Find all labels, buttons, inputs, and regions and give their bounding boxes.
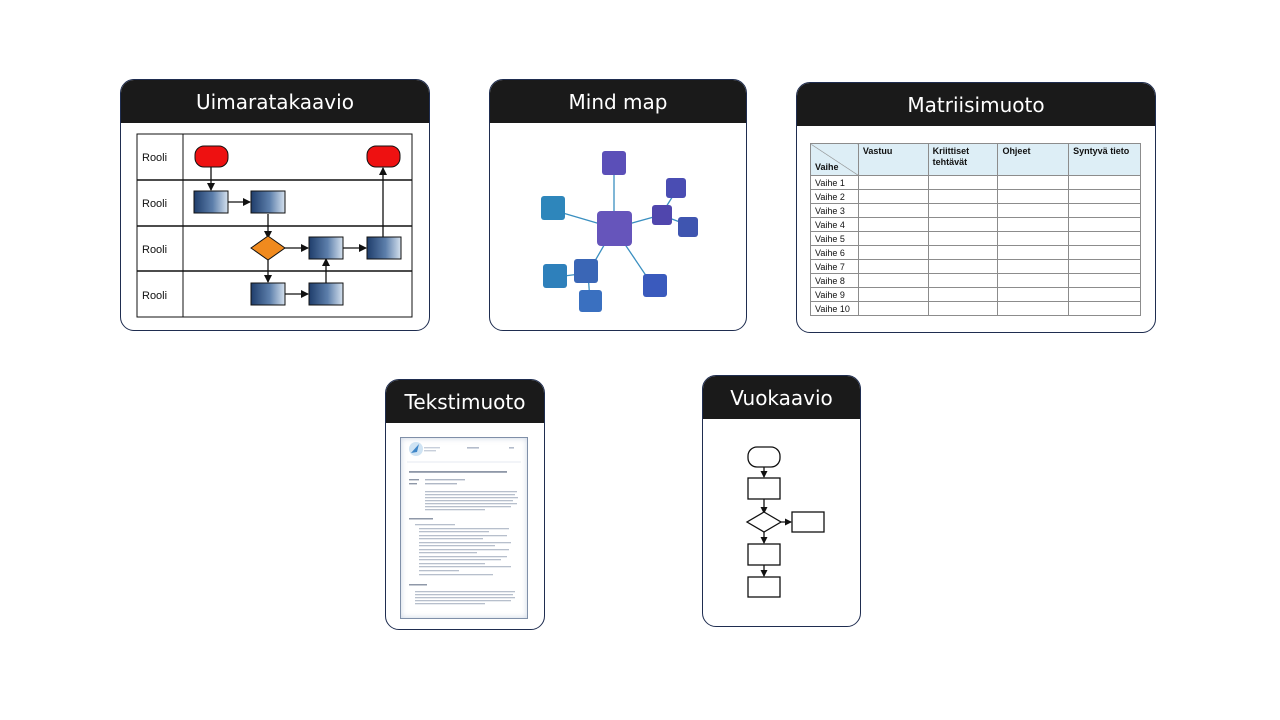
mindmap-node	[541, 196, 565, 220]
mindmap-node	[543, 264, 567, 288]
matrix-column-header: Kriittiset tehtävät	[927, 143, 999, 176]
mindmap-node	[666, 178, 686, 198]
matrix-row-label: Vaihe 3	[810, 203, 859, 218]
matrix-row-label: Vaihe 9	[810, 287, 859, 302]
lane-label-2: Rooli	[142, 198, 167, 210]
table-row: Vaihe 5	[810, 231, 1141, 246]
swimlane-card[interactable]: Uimaratakaavio Rooli Rooli Rooli	[120, 79, 430, 331]
mindmap-node	[643, 274, 667, 297]
mindmap-node	[678, 217, 698, 237]
lane-label-1: Rooli	[142, 152, 167, 164]
process-box	[193, 190, 229, 214]
table-row: Vaihe 2	[810, 189, 1141, 204]
process-box	[308, 282, 344, 306]
swimlane-card-title: Uimaratakaavio	[121, 80, 429, 123]
matrix-column-header: Vastuu	[857, 143, 929, 176]
mindmap-card[interactable]: Mind map	[489, 79, 747, 331]
table-row: Vaihe 6	[810, 245, 1141, 260]
matrix-column-header: Ohjeet	[997, 143, 1070, 176]
matrix-row-label: Vaihe 10	[810, 301, 859, 316]
table-row: Vaihe 9	[810, 287, 1141, 302]
table-row: Vaihe 4	[810, 217, 1141, 232]
flow-process-box	[747, 477, 781, 500]
table-row: Vaihe 1	[810, 175, 1141, 190]
swimlane-diagram: Rooli Rooli Rooli Rooli	[121, 123, 429, 330]
flowchart-card[interactable]: Vuokaavio	[702, 375, 861, 627]
text-card[interactable]: Tekstimuoto	[385, 379, 545, 630]
flow-process-box	[747, 543, 781, 566]
mindmap-center-node	[597, 211, 632, 246]
matrix-corner-header: Vaihe	[810, 143, 859, 176]
process-box	[250, 190, 286, 214]
mindmap-node	[574, 259, 598, 283]
matrix-card-title: Matriisimuoto	[797, 83, 1155, 126]
matrix-row-label: Vaihe 6	[810, 245, 859, 260]
lane-label-3: Rooli	[142, 244, 167, 256]
matrix-row-label: Vaihe 2	[810, 189, 859, 204]
matrix-row-label: Vaihe 1	[810, 175, 859, 190]
table-row: Vaihe 8	[810, 273, 1141, 288]
document-thumbnail	[400, 437, 528, 619]
flowchart-card-title: Vuokaavio	[703, 376, 860, 419]
start-terminator	[194, 145, 229, 168]
end-terminator	[366, 145, 401, 168]
flow-decision-diamond	[745, 511, 783, 533]
mindmap-card-title: Mind map	[490, 80, 746, 123]
text-document-preview	[386, 423, 544, 629]
lane-label-4: Rooli	[142, 290, 167, 302]
decision-diamond	[250, 235, 286, 261]
process-box	[250, 282, 286, 306]
matrix-column-header: Syntyvä tieto	[1068, 143, 1141, 176]
table-row: Vaihe 10	[810, 301, 1141, 316]
flow-process-box	[747, 576, 781, 598]
matrix-diagram: Vaihe Vastuu Kriittiset tehtävät Ohjeet …	[797, 126, 1155, 332]
matrix-row-label: Vaihe 7	[810, 259, 859, 274]
flow-start-terminator	[747, 446, 781, 468]
flowchart-diagram	[703, 419, 860, 626]
process-box	[308, 236, 344, 260]
process-box	[366, 236, 402, 260]
text-card-title: Tekstimuoto	[386, 380, 544, 423]
mindmap-node	[602, 151, 626, 175]
mindmap-node	[579, 290, 602, 312]
table-row: Vaihe 7	[810, 259, 1141, 274]
matrix-table: Vaihe Vastuu Kriittiset tehtävät Ohjeet …	[810, 143, 1141, 316]
flow-process-box	[791, 511, 825, 533]
matrix-row-label: Vaihe 4	[810, 217, 859, 232]
matrix-card[interactable]: Matriisimuoto Vaihe Vastuu Kriittiset te…	[796, 82, 1156, 333]
table-row: Vaihe 3	[810, 203, 1141, 218]
matrix-row-label: Vaihe 5	[810, 231, 859, 246]
mindmap-diagram	[490, 123, 746, 330]
matrix-row-label: Vaihe 8	[810, 273, 859, 288]
mindmap-node	[652, 205, 672, 225]
